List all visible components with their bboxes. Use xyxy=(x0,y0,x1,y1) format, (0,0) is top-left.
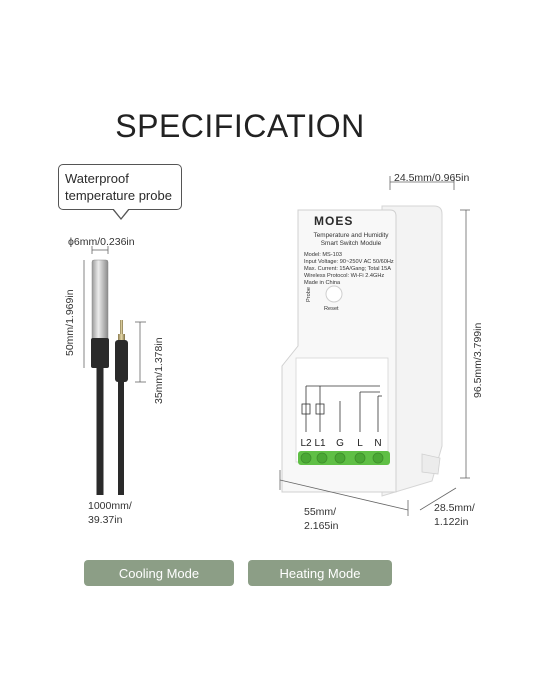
cooling-mode-label: Cooling Mode xyxy=(118,565,200,581)
device-spec-origin: Made in China xyxy=(304,280,341,286)
device-spec-list: Model: MS-103 Input Voltage: 90~250V AC … xyxy=(304,252,394,287)
heating-mode-label: Heating Mode xyxy=(279,565,361,581)
depth-bottom-label-2: 1.122in xyxy=(434,516,469,528)
width-label-1: 55mm/ xyxy=(304,506,337,518)
probe-callout: Waterproof temperature probe xyxy=(58,164,182,210)
heating-mode-button[interactable]: Heating Mode xyxy=(248,560,392,586)
height-label: 96.5mm/3.799in xyxy=(472,322,484,398)
terminal-label-n: N xyxy=(374,438,381,449)
width-label-2: 2.165in xyxy=(304,520,339,532)
cable-length-label-2: 39.37in xyxy=(88,514,123,526)
depth-bottom-label-1: 28.5mm/ xyxy=(434,502,475,514)
depth-top-label: 24.5mm/0.965in xyxy=(394,172,470,184)
terminal-label-l: L xyxy=(357,438,363,449)
device-spec-model: Model: MS-103 xyxy=(304,252,342,258)
page-title: SPECIFICATION xyxy=(115,108,365,144)
terminal-label-l1: L1 xyxy=(314,438,326,449)
device-spec-voltage: Input Voltage: 90~250V AC 50/60Hz xyxy=(304,259,394,265)
device-spec-protocol: Wireless Protocol: Wi-Fi 2.4GHz xyxy=(304,273,385,279)
terminal-label-l2: L2 xyxy=(300,438,312,449)
device-name: Temperature and Humidity Smart Switch Mo… xyxy=(306,232,396,248)
callout-line-2: temperature probe xyxy=(65,188,172,203)
callout-tail-inner xyxy=(113,208,129,218)
switch-module-illustration: L2 L1 G L N xyxy=(281,205,443,497)
probe-diameter-label: ϕ6mm/0.236in xyxy=(68,236,135,248)
device-reset-label: Reset xyxy=(324,306,339,312)
device-dimension-lines xyxy=(279,176,470,516)
device-name-line-1: Temperature and Humidity xyxy=(313,232,389,239)
terminal-label-g: G xyxy=(336,438,344,449)
cable-length-label-1: 1000mm/ xyxy=(88,500,132,512)
callout-line-1: Waterproof xyxy=(65,171,129,186)
device-name-line-2: Smart Switch Module xyxy=(320,240,382,247)
cooling-mode-button[interactable]: Cooling Mode xyxy=(84,560,234,586)
device-brand: MOES xyxy=(314,214,354,228)
device-spec-current: Max. Current: 15A/Gang; Total 15A xyxy=(304,266,391,272)
probe-illustration xyxy=(83,246,146,495)
